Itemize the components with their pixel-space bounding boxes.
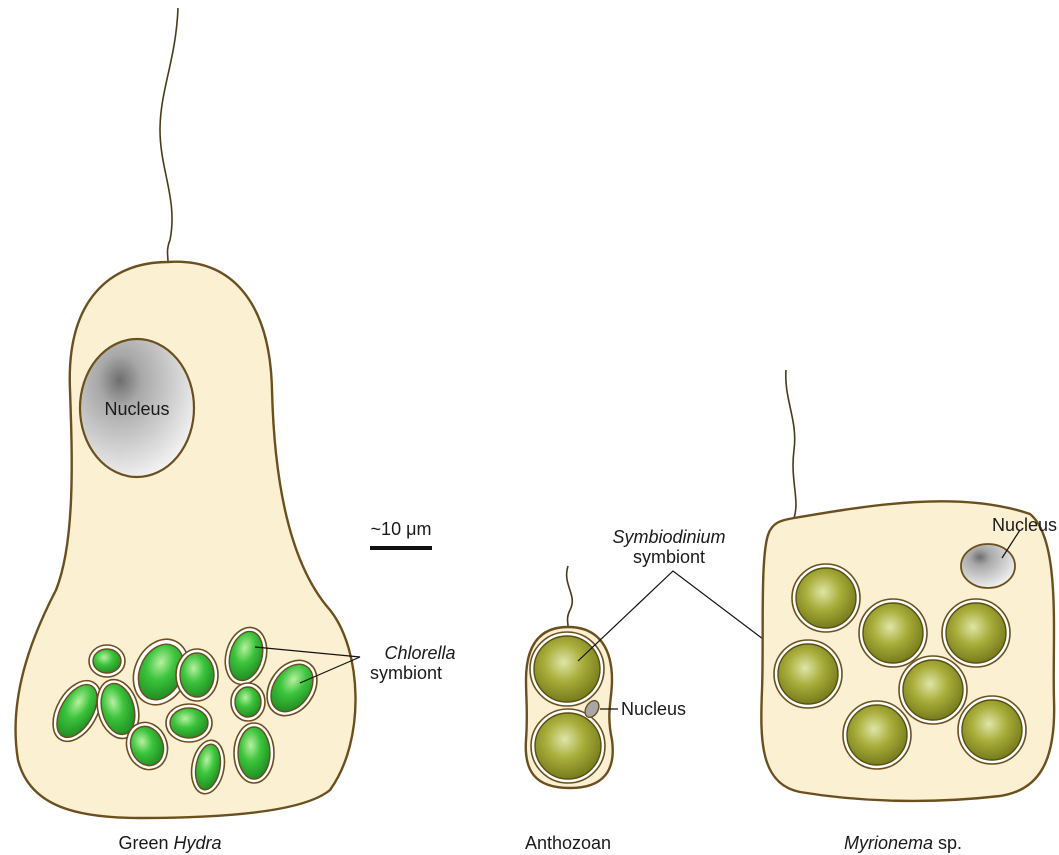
myrionema-cell-group: Nucleus Myrionema sp. [761, 370, 1057, 853]
symbiodinium-cell-body [847, 705, 907, 765]
hydra-caption: Green Hydra [118, 833, 221, 853]
symbiodinium-cell-body [778, 644, 838, 704]
chlorella-cell-body [170, 708, 208, 738]
chlorella-cell-body [93, 649, 121, 673]
myrionema-nucleus-label: Nucleus [992, 515, 1057, 535]
scale-bar: ~10 μm [370, 519, 432, 548]
anthozoan-cell-group: Nucleus Anthozoan [525, 566, 686, 853]
myrionema-caption: Myrionema sp. [844, 833, 962, 853]
chlorella-cell-body [180, 653, 214, 697]
anthozoan-caption: Anthozoan [525, 833, 611, 853]
anthozoan-nucleus-label: Nucleus [621, 699, 686, 719]
chlorella-symbiont-label: symbiont [370, 663, 442, 683]
symbiodinium-cell-body [535, 713, 601, 779]
symbiodinium-cell-body [903, 660, 963, 720]
symbiodinium-symbiont-label: symbiont [633, 547, 705, 567]
chlorella-cell-body [238, 727, 270, 779]
hydra-flagellum [160, 8, 178, 262]
symbiodinium-cell-body [534, 636, 600, 702]
symbiodinium-cell-body [962, 700, 1022, 760]
anthozoan-flagellum [567, 566, 573, 626]
chlorella-label: Chlorella [384, 643, 455, 663]
scale-bar-label: ~10 μm [371, 519, 432, 539]
symbiodinium-cell-body [863, 603, 923, 663]
symbiodinium-cell-body [946, 603, 1006, 663]
symbiodinium-label: Symbiodinium [612, 527, 725, 547]
hydra-nucleus-label: Nucleus [104, 399, 169, 419]
myrionema-flagellum [786, 370, 796, 518]
symbiodinium-cell-body [796, 568, 856, 628]
chlorella-cell-body [235, 687, 261, 717]
hydra-cell-group: Nucleus [16, 8, 456, 853]
